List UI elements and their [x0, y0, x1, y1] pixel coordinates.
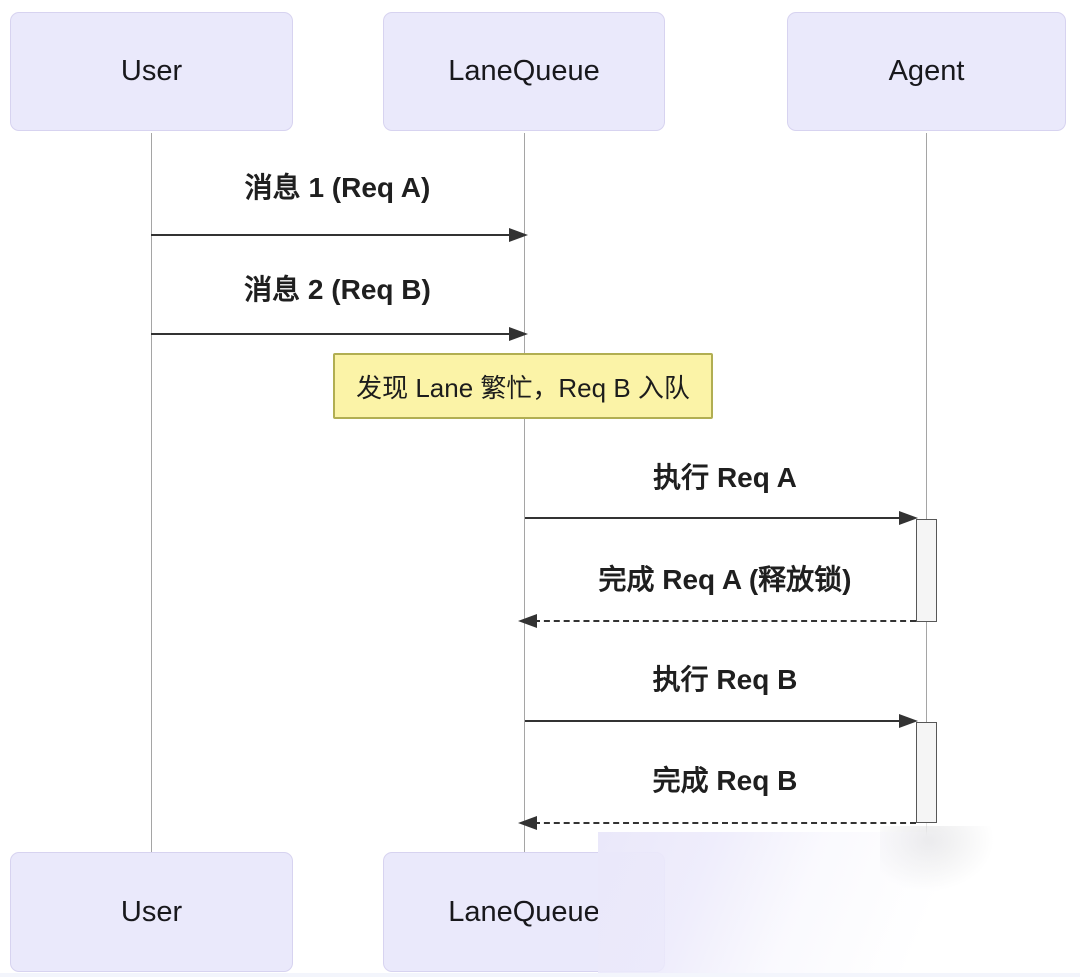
activation-bar-req-b	[916, 722, 937, 823]
message-arrow-1	[151, 234, 509, 236]
actor-top-lanequeue: LaneQueue	[383, 12, 665, 131]
message-label-4: 完成 Req A (释放锁)	[598, 564, 852, 595]
actor-bottom-user: User	[10, 852, 293, 972]
message-label-6: 完成 Req B	[652, 765, 798, 796]
actor-label: LaneQueue	[448, 895, 600, 928]
arrowhead-left-icon	[518, 816, 537, 830]
lifeline-lanequeue	[524, 133, 525, 852]
actor-bottom-lanequeue: LaneQueue	[383, 852, 665, 972]
arrowhead-left-icon	[518, 614, 537, 628]
activation-bar-req-a	[916, 519, 937, 622]
actor-top-agent: Agent	[787, 12, 1066, 131]
note-label: 发现 Lane 繁忙，Req B 入队	[356, 372, 690, 403]
message-arrow-4	[534, 620, 916, 622]
message-label-3: 执行 Req A	[653, 462, 797, 493]
lifeline-agent	[926, 133, 927, 836]
message-arrow-5	[525, 720, 899, 722]
message-arrow-3	[525, 517, 899, 519]
arrowhead-right-icon	[899, 511, 918, 525]
message-label-5: 执行 Req B	[652, 664, 798, 695]
bottom-edge-strip	[0, 973, 1080, 977]
arrowhead-right-icon	[509, 327, 528, 341]
actor-label: Agent	[888, 55, 965, 87]
message-label-1: 消息 1 (Req A)	[244, 172, 431, 203]
actor-label: LaneQueue	[448, 55, 600, 87]
actor-top-user: User	[10, 12, 293, 131]
lifeline-fade-artifact	[880, 826, 1000, 896]
message-arrow-6	[534, 822, 916, 824]
arrowhead-right-icon	[509, 228, 528, 242]
message-arrow-2	[151, 333, 509, 335]
actor-label: User	[120, 895, 183, 928]
smudge-artifact	[598, 832, 1080, 977]
lifeline-user	[151, 133, 152, 852]
actor-label: User	[120, 55, 183, 87]
note-lane-busy: 发现 Lane 繁忙，Req B 入队	[333, 353, 713, 419]
arrowhead-right-icon	[899, 714, 918, 728]
message-label-2: 消息 2 (Req B)	[244, 274, 431, 305]
